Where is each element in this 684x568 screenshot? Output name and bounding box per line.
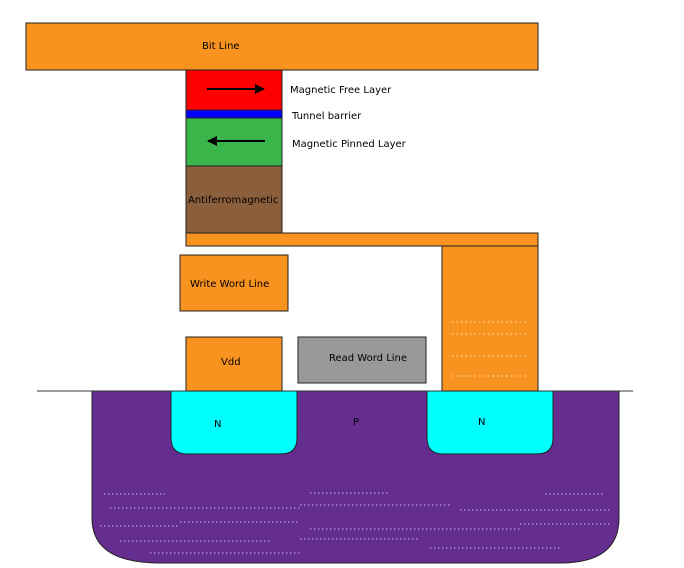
bit-line	[25, 22, 539, 71]
n-well-left	[170, 390, 298, 455]
tunnel-barrier-label: Tunnel barrier	[291, 111, 362, 122]
read-word-line-label: Read Word Line	[329, 353, 407, 364]
free-layer-label: Magnetic Free Layer	[290, 85, 392, 96]
write-word-line	[179, 254, 289, 312]
read-word-line	[297, 336, 427, 384]
via-texture	[452, 321, 528, 377]
antiferromagnetic-layer	[185, 165, 283, 234]
bottom-electrode	[185, 232, 539, 247]
bit-line-label: Bit Line	[202, 41, 240, 52]
tunnel-barrier	[185, 109, 283, 119]
vdd-contact	[185, 336, 283, 392]
substrate-texture	[100, 492, 612, 554]
n-right-label: N	[478, 417, 485, 428]
drain-via	[441, 245, 539, 392]
vdd-label: Vdd	[221, 357, 241, 368]
p-region-label: P	[353, 417, 359, 428]
pinned-layer-label: Magnetic Pinned Layer	[292, 139, 407, 150]
n-left-label: N	[214, 419, 221, 430]
antiferromagnetic-label: Antiferromagnetic	[188, 195, 278, 206]
n-well-right	[426, 390, 554, 455]
write-word-line-label: Write Word Line	[190, 279, 269, 290]
